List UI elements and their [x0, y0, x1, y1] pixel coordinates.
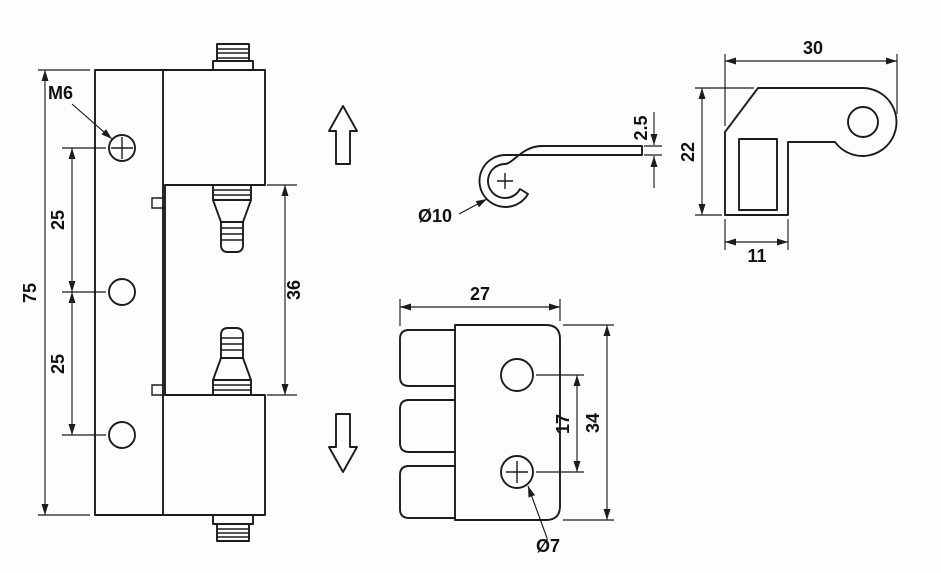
mid-lower-pin-tip [220, 327, 244, 359]
m6-leader-line [71, 103, 113, 140]
dim-17-label: 17 [553, 414, 573, 434]
leaf-notch-lower [151, 384, 165, 396]
dim-22-label: 22 [678, 142, 698, 162]
mid-upper-pin-taper [212, 199, 252, 223]
plate-view: 27 17 34 Ø7 [399, 284, 614, 556]
corner-bracket-hole [847, 106, 879, 138]
dim-34-label: 34 [583, 413, 603, 433]
plate-hole-top [500, 358, 534, 392]
mid-lower-pin-collar-lines [213, 384, 251, 391]
dim-36-label: 36 [284, 280, 304, 300]
arrow-down-icon [328, 413, 358, 473]
bottom-pin-collar [212, 514, 254, 525]
bottom-pin-knurl-lines [217, 528, 249, 538]
plate-hole-bottom [500, 455, 534, 489]
dim-75-label: 75 [20, 283, 40, 303]
front-view-dimensions: 75 25 25 36 M6 [20, 69, 304, 516]
arrow-up-icon [328, 105, 358, 165]
dim-30-label: 30 [803, 38, 823, 58]
dia-10-leader-line [458, 198, 488, 215]
ext-lines-25 [62, 147, 106, 436]
mid-upper-pin-collar-lines [213, 189, 251, 196]
top-pin-knurl-lines [217, 48, 249, 59]
ext-lines-30 [724, 54, 898, 126]
top-pin-collar [212, 60, 254, 71]
movement-arrows [328, 105, 358, 473]
mid-upper-pin-collar [212, 184, 252, 201]
ext-lines-2-5 [644, 145, 662, 156]
screw-hole-top [108, 134, 136, 162]
plate-hole-bottom-cross [506, 461, 528, 483]
screw-hole-top-cross [111, 137, 133, 159]
curl-center-cross [497, 173, 513, 189]
hole-middle [108, 278, 136, 306]
dia-7-leader-line [527, 485, 548, 539]
mid-lower-pin-taper [212, 357, 252, 381]
dim-11-label: 11 [747, 246, 766, 266]
corner-foot-slot [738, 138, 778, 211]
mid-upper-pin-tip [220, 221, 244, 253]
profile-view: Ø10 2.5 [418, 112, 662, 226]
leaf-notch-upper [151, 197, 165, 209]
front-view [94, 43, 266, 542]
mid-upper-pin-tip-lines [221, 227, 243, 241]
dia-7-label: Ø7 [536, 536, 560, 556]
dim-25-upper-label: 25 [48, 210, 68, 230]
mid-lower-pin-tip-lines [221, 337, 243, 351]
dim-2-5-label: 2.5 [631, 115, 651, 140]
corner-bracket-outline [724, 87, 898, 216]
plate-knuckle-tabs [399, 329, 456, 519]
plate-body-outline [454, 324, 561, 521]
thread-m6-label: M6 [48, 83, 73, 103]
dim-25-lower-label: 25 [48, 354, 68, 374]
dim-27-label: 27 [470, 284, 490, 304]
corner-view: 30 22 11 [678, 38, 898, 266]
curled-leaf-outline [478, 145, 643, 208]
hole-bottom [108, 421, 136, 449]
dia-10-label: Ø10 [418, 206, 452, 226]
mid-lower-pin-collar [212, 379, 252, 396]
